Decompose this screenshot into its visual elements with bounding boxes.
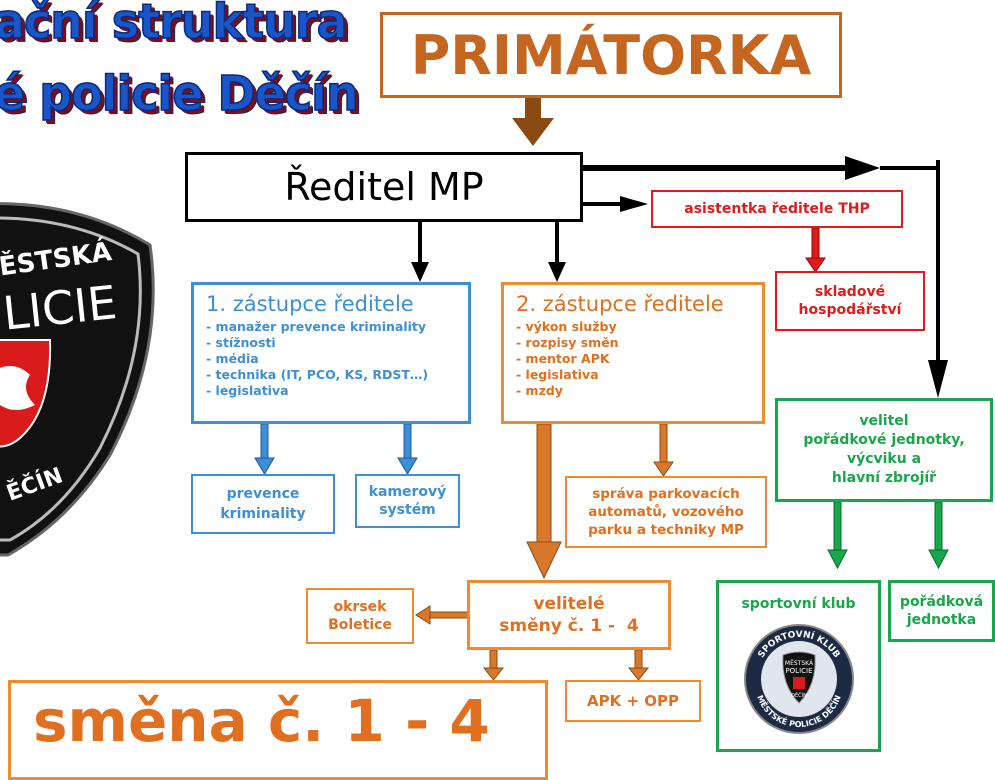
badge-text-2: LICIE: [0, 275, 119, 341]
club-inner-mid: POLICIE: [785, 667, 812, 675]
node-velitel-poradkove-line: velitel: [859, 413, 909, 429]
node-okrsek: okrsek Boletice: [306, 588, 414, 644]
node-poradkova-jednotka: pořádková jednotka: [888, 580, 995, 642]
club-inner-top: MĚSTSKÁ: [784, 659, 813, 667]
node-asistentka: asistentka ředitele THP: [651, 190, 903, 228]
list-item: - média: [206, 351, 259, 366]
list-item: - stížnosti: [206, 335, 276, 350]
title-line-1: ační struktura: [0, 0, 348, 50]
node-skladove: skladové hospodářství: [775, 271, 925, 331]
node-velitele-smeny-line1: velitelé: [533, 594, 605, 614]
list-item: - rozpisy směn: [516, 335, 619, 350]
node-primatorka-label: PRIMÁTORKA: [410, 23, 812, 87]
node-asistentka-label: asistentka ředitele THP: [684, 201, 870, 217]
club-shield-icon: [792, 677, 805, 689]
list-item: - legislativa: [206, 383, 289, 398]
police-badge-logo: ĚSTSKÁ LICIE ĚČÍN: [0, 202, 155, 557]
node-sprava-line: správa parkovacích: [592, 486, 740, 502]
node-okrsek-line2: Boletice: [328, 617, 392, 633]
node-sprava: správa parkovacích automatů, vozového pa…: [565, 476, 767, 548]
list-item: - legislativa: [516, 367, 599, 382]
node-apk-label: APK + OPP: [587, 692, 679, 710]
node-sportovni-klub: sportovní klub SPORTOVNÍ KLUB MĚSTSKÉ PO…: [716, 580, 881, 752]
node-primatorka: PRIMÁTORKA: [380, 12, 842, 98]
node-sprava-line: parku a techniky MP: [588, 522, 744, 538]
list-item: - výkon služby: [516, 319, 617, 334]
node-prevence-line1: prevence: [226, 486, 300, 502]
node-velitele-smeny: velitelé směny č. 1 - 4: [467, 580, 671, 650]
node-zastupce-2: 2. zástupce ředitele - výkon služby - ro…: [501, 282, 765, 424]
node-poradkova-jednotka-line1: pořádková: [899, 594, 984, 610]
node-zastupce-1-list: - manažer prevence kriminality - stížnos…: [206, 319, 428, 399]
node-prevence: prevence kriminality: [191, 474, 335, 534]
node-zastupce-1-title: 1. zástupce ředitele: [206, 292, 414, 316]
node-velitel-poradkove: velitel pořádkové jednotky, výcviku a hl…: [775, 398, 993, 502]
list-item: - manažer prevence kriminality: [206, 319, 427, 334]
node-kamerovy: kamerový systém: [355, 474, 460, 528]
node-reditel: Ředitel MP: [185, 152, 583, 222]
node-smena-label: směna č. 1 - 4: [33, 687, 490, 755]
node-velitel-poradkove-line: výcviku a: [846, 451, 922, 467]
club-inner-bottom: DĚČÍN: [791, 691, 807, 699]
sport-club-logo: SPORTOVNÍ KLUB MĚSTSKÉ POLICIE DĚČÍN MĚS…: [743, 624, 854, 734]
node-zastupce-2-title: 2. zástupce ředitele: [516, 292, 724, 316]
node-sportovni-klub-label: sportovní klub: [741, 596, 856, 612]
node-prevence-line2: kriminality: [220, 506, 306, 522]
node-velitel-poradkove-line: hlavní zbrojíř: [831, 470, 937, 486]
node-kamerovy-line2: systém: [379, 502, 436, 518]
node-smena: směna č. 1 - 4: [8, 680, 548, 780]
node-poradkova-jednotka-line2: jednotka: [906, 612, 977, 628]
node-zastupce-2-list: - výkon služby - rozpisy směn - mentor A…: [516, 319, 619, 399]
node-reditel-label: Ředitel MP: [284, 165, 484, 209]
node-kamerovy-line1: kamerový: [368, 484, 447, 500]
node-skladove-line2: hospodářství: [798, 302, 902, 318]
list-item: - technika (IT, PCO, KS, RDST…): [206, 367, 429, 382]
list-item: - mzdy: [516, 383, 563, 398]
node-zastupce-1: 1. zástupce ředitele - manažer prevence …: [191, 282, 471, 424]
node-skladove-line1: skladové: [814, 284, 886, 300]
title-line-2: é policie Děčín: [0, 64, 359, 122]
node-apk: APK + OPP: [565, 680, 701, 722]
node-okrsek-line1: okrsek: [333, 599, 387, 615]
node-sprava-line: automatů, vozového: [588, 504, 744, 520]
node-velitel-poradkove-line: pořádkové jednotky,: [803, 432, 965, 448]
node-velitele-smeny-line2: směny č. 1 - 4: [499, 616, 639, 636]
list-item: - mentor APK: [516, 351, 610, 366]
